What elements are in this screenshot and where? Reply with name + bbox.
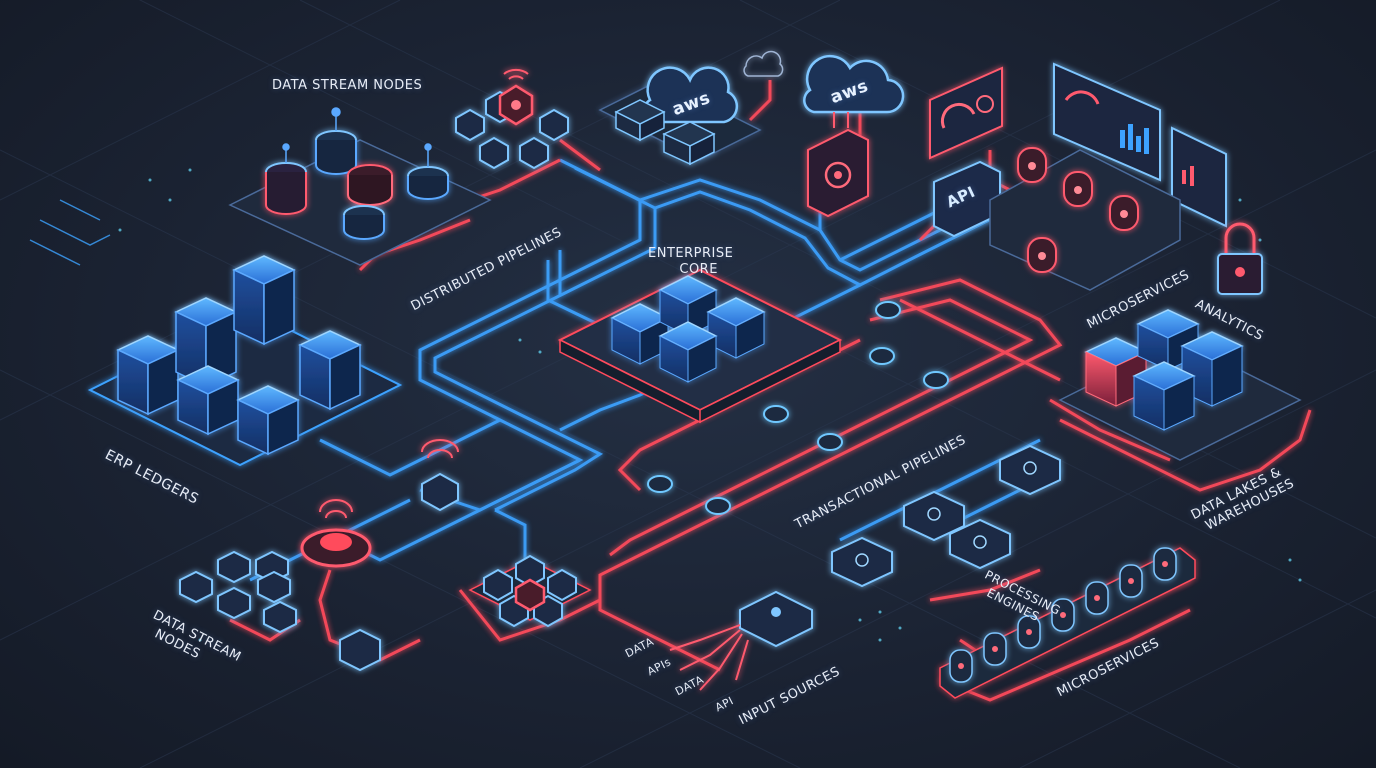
cloud-icon bbox=[803, 54, 905, 114]
lock-icon bbox=[1217, 222, 1263, 295]
hexagon-node-cluster-top bbox=[455, 68, 569, 170]
label-enterprise-core-line2: CORE bbox=[679, 262, 718, 277]
server-box bbox=[614, 99, 716, 166]
dashboard-panels bbox=[929, 62, 1227, 238]
database-icon bbox=[706, 297, 766, 359]
cylinder-node bbox=[265, 162, 307, 215]
processing-engines bbox=[831, 444, 1061, 588]
pipeline-junctions bbox=[647, 301, 949, 515]
label-enterprise-core: ENTERPRISE CORE bbox=[648, 246, 733, 278]
microservices-top-cluster bbox=[989, 147, 1181, 291]
data-lakes-cluster bbox=[1058, 309, 1302, 461]
server-stack-icon bbox=[174, 297, 238, 388]
label-data-stream-nodes-top: DATA STREAM NODES bbox=[272, 78, 423, 93]
microservices-bottom-row bbox=[939, 547, 1196, 699]
data-stream-nodes-bottom-cluster bbox=[179, 439, 459, 672]
database-icon bbox=[1132, 361, 1196, 431]
input-sources-hub bbox=[669, 590, 813, 691]
hexagon-node-cluster-bottom bbox=[468, 554, 592, 628]
server-stack-icon bbox=[236, 385, 300, 456]
server-stack-icon bbox=[176, 365, 240, 436]
gauge-icon bbox=[929, 66, 1003, 160]
cylinder-node bbox=[315, 130, 357, 175]
dashboard-icon bbox=[1171, 126, 1227, 228]
enterprise-core bbox=[557, 268, 843, 424]
server-stack-icon bbox=[116, 335, 180, 416]
aws-cloud-cluster bbox=[598, 50, 905, 218]
data-stream-nodes-top-cluster bbox=[228, 107, 492, 266]
dashboard-icon bbox=[1053, 62, 1161, 182]
erp-ledgers-cluster bbox=[29, 199, 403, 467]
cylinder-node bbox=[347, 164, 393, 206]
cylinder-node bbox=[343, 205, 385, 240]
label-enterprise-core-line1: ENTERPRISE bbox=[648, 246, 734, 261]
server-stack-icon bbox=[232, 255, 296, 346]
data-particles bbox=[118, 168, 1302, 642]
gear-panel bbox=[807, 128, 869, 218]
server-stack-icon bbox=[298, 330, 362, 411]
database-icon bbox=[658, 321, 718, 383]
cylinder-node bbox=[407, 166, 449, 200]
